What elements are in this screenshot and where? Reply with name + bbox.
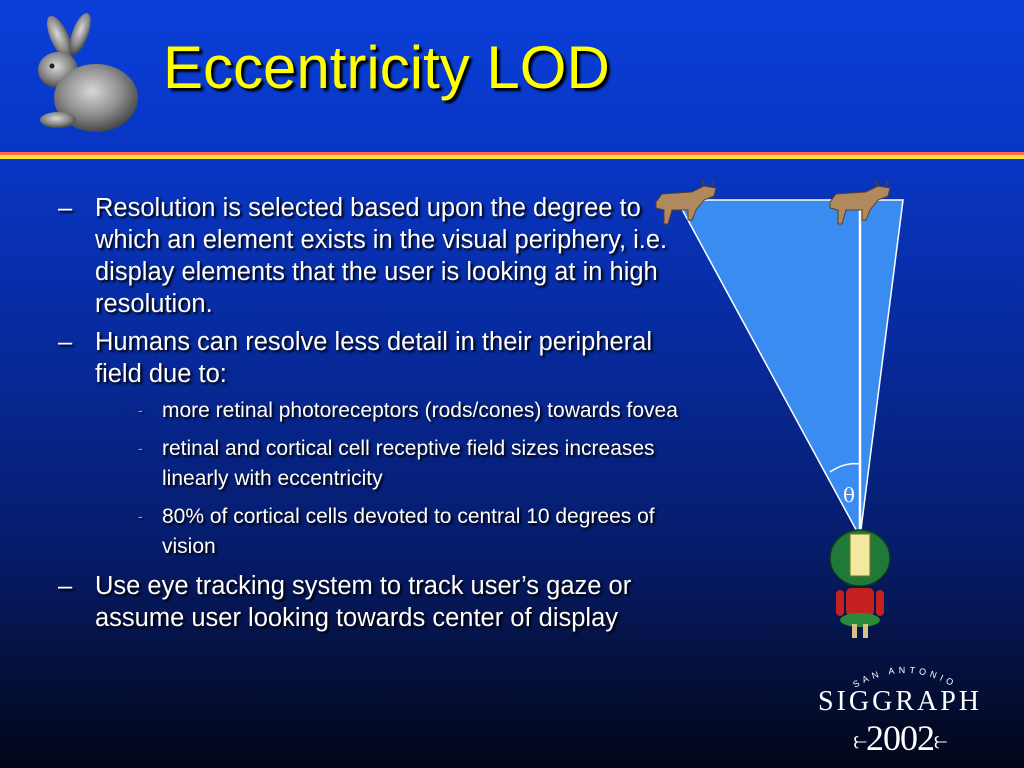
sub-bullet-text: retinal and cortical cell receptive fiel… [162,437,655,490]
sub-bullet-photoreceptors: - more retinal photoreceptors (rods/cone… [138,396,698,426]
slide-title: Eccentricity LOD [163,34,610,101]
bullet-marker: – [58,194,73,222]
sub-bullet-marker: - [138,508,143,524]
angle-arc [829,462,861,473]
flourish-left-icon: ⥼ [853,728,867,755]
flourish-right-icon: ⥼ [934,728,948,755]
sub-bullet-marker: - [138,440,143,456]
sub-bullet-text: more retinal photoreceptors (rods/cones)… [162,399,678,422]
cow-peripheral-icon [655,179,717,225]
bullet-peripheral: – Humans can resolve less detail in thei… [58,326,698,390]
bullet-marker: – [58,572,73,600]
siggraph-year: 2002 [866,718,935,758]
bullet-text: Humans can resolve less detail in their … [95,328,653,388]
view-cone [675,199,904,540]
title-divider-red [0,152,1024,155]
viewer-figure-icon [829,529,891,638]
bullet-text: Resolution is selected based upon the de… [95,194,668,318]
siggraph-name: SIGGRAPH [817,686,983,717]
stanford-bunny-icon [38,13,138,132]
siggraph-year-row: ⥼2002⥼ [792,717,1008,759]
bullet-text: Use eye tracking system to track user’s … [95,572,632,632]
sub-bullet-marker: - [138,402,143,418]
siggraph-city-arc: SAN ANTONIO [851,665,954,690]
sub-bullet-receptive-field: - retinal and cortical cell receptive fi… [138,434,698,494]
sub-bullet-text: 80% of cortical cells devoted to central… [162,505,655,558]
sub-bullet-cortical-cells: - 80% of cortical cells devoted to centr… [138,502,698,562]
eccentricity-diagram: θ [655,179,904,638]
siggraph-logo: SAN ANTONIO SIGGRAPH ⥼2002⥼ [790,660,1010,760]
title-divider-yellow [0,155,1024,159]
bullet-marker: – [58,328,73,356]
bullet-list: – Resolution is selected based upon the … [58,192,698,640]
cow-center-icon [829,179,891,225]
bullet-eye-tracking: – Use eye tracking system to track user’… [58,570,698,634]
theta-label: θ [843,483,855,507]
bullet-resolution: – Resolution is selected based upon the … [58,192,698,320]
